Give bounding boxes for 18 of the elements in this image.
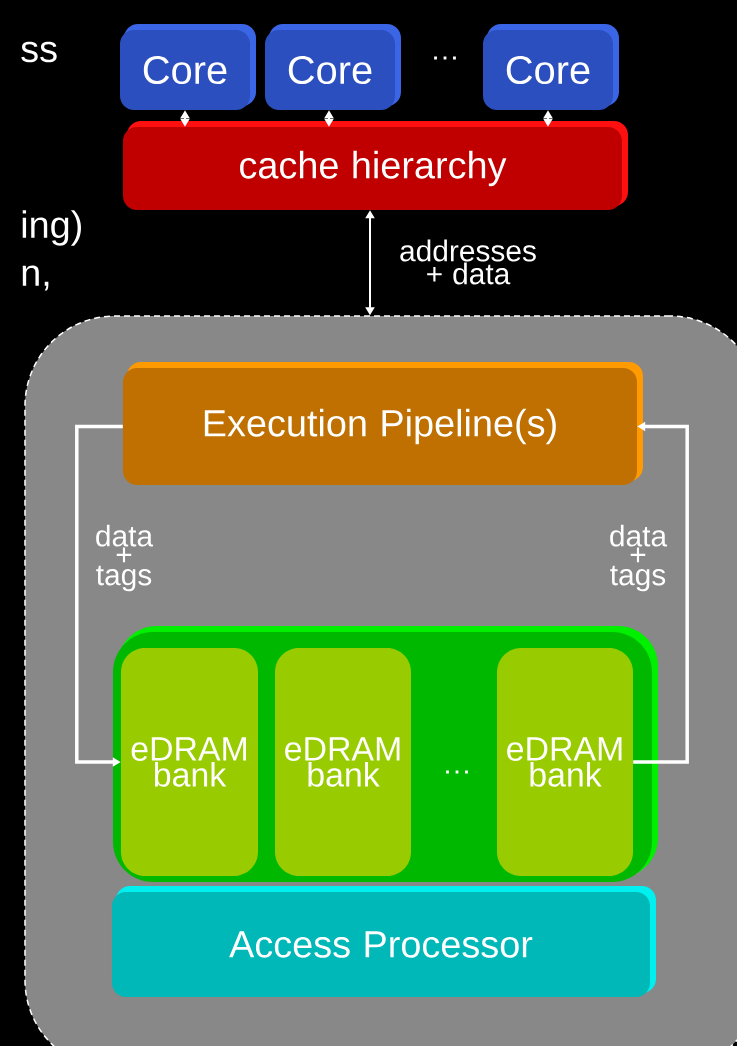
cache-box: cache hierarchy <box>123 121 628 210</box>
pipeline-box: Execution Pipeline(s) <box>123 362 643 485</box>
core-box: Core <box>483 24 619 110</box>
bank-box: eDRAM bank <box>497 648 633 876</box>
edge-label: data + tags <box>88 523 160 593</box>
processor-box: Access Processor <box>112 886 656 997</box>
edge-label: data + tags <box>602 523 674 593</box>
ellipsis: … <box>434 56 456 60</box>
text-fragment: ss <box>21 41 57 63</box>
core-box: Core <box>265 24 401 110</box>
bank-box: eDRAM bank <box>121 648 258 876</box>
bank-box: eDRAM bank <box>275 648 411 876</box>
text-fragment: ing) <box>22 210 81 246</box>
text-fragment: n, <box>22 265 49 291</box>
arrow <box>75 424 123 767</box>
core-box: Core <box>120 24 256 110</box>
edge-label: addresses + data <box>392 238 544 286</box>
ellipsis: … <box>446 770 468 774</box>
